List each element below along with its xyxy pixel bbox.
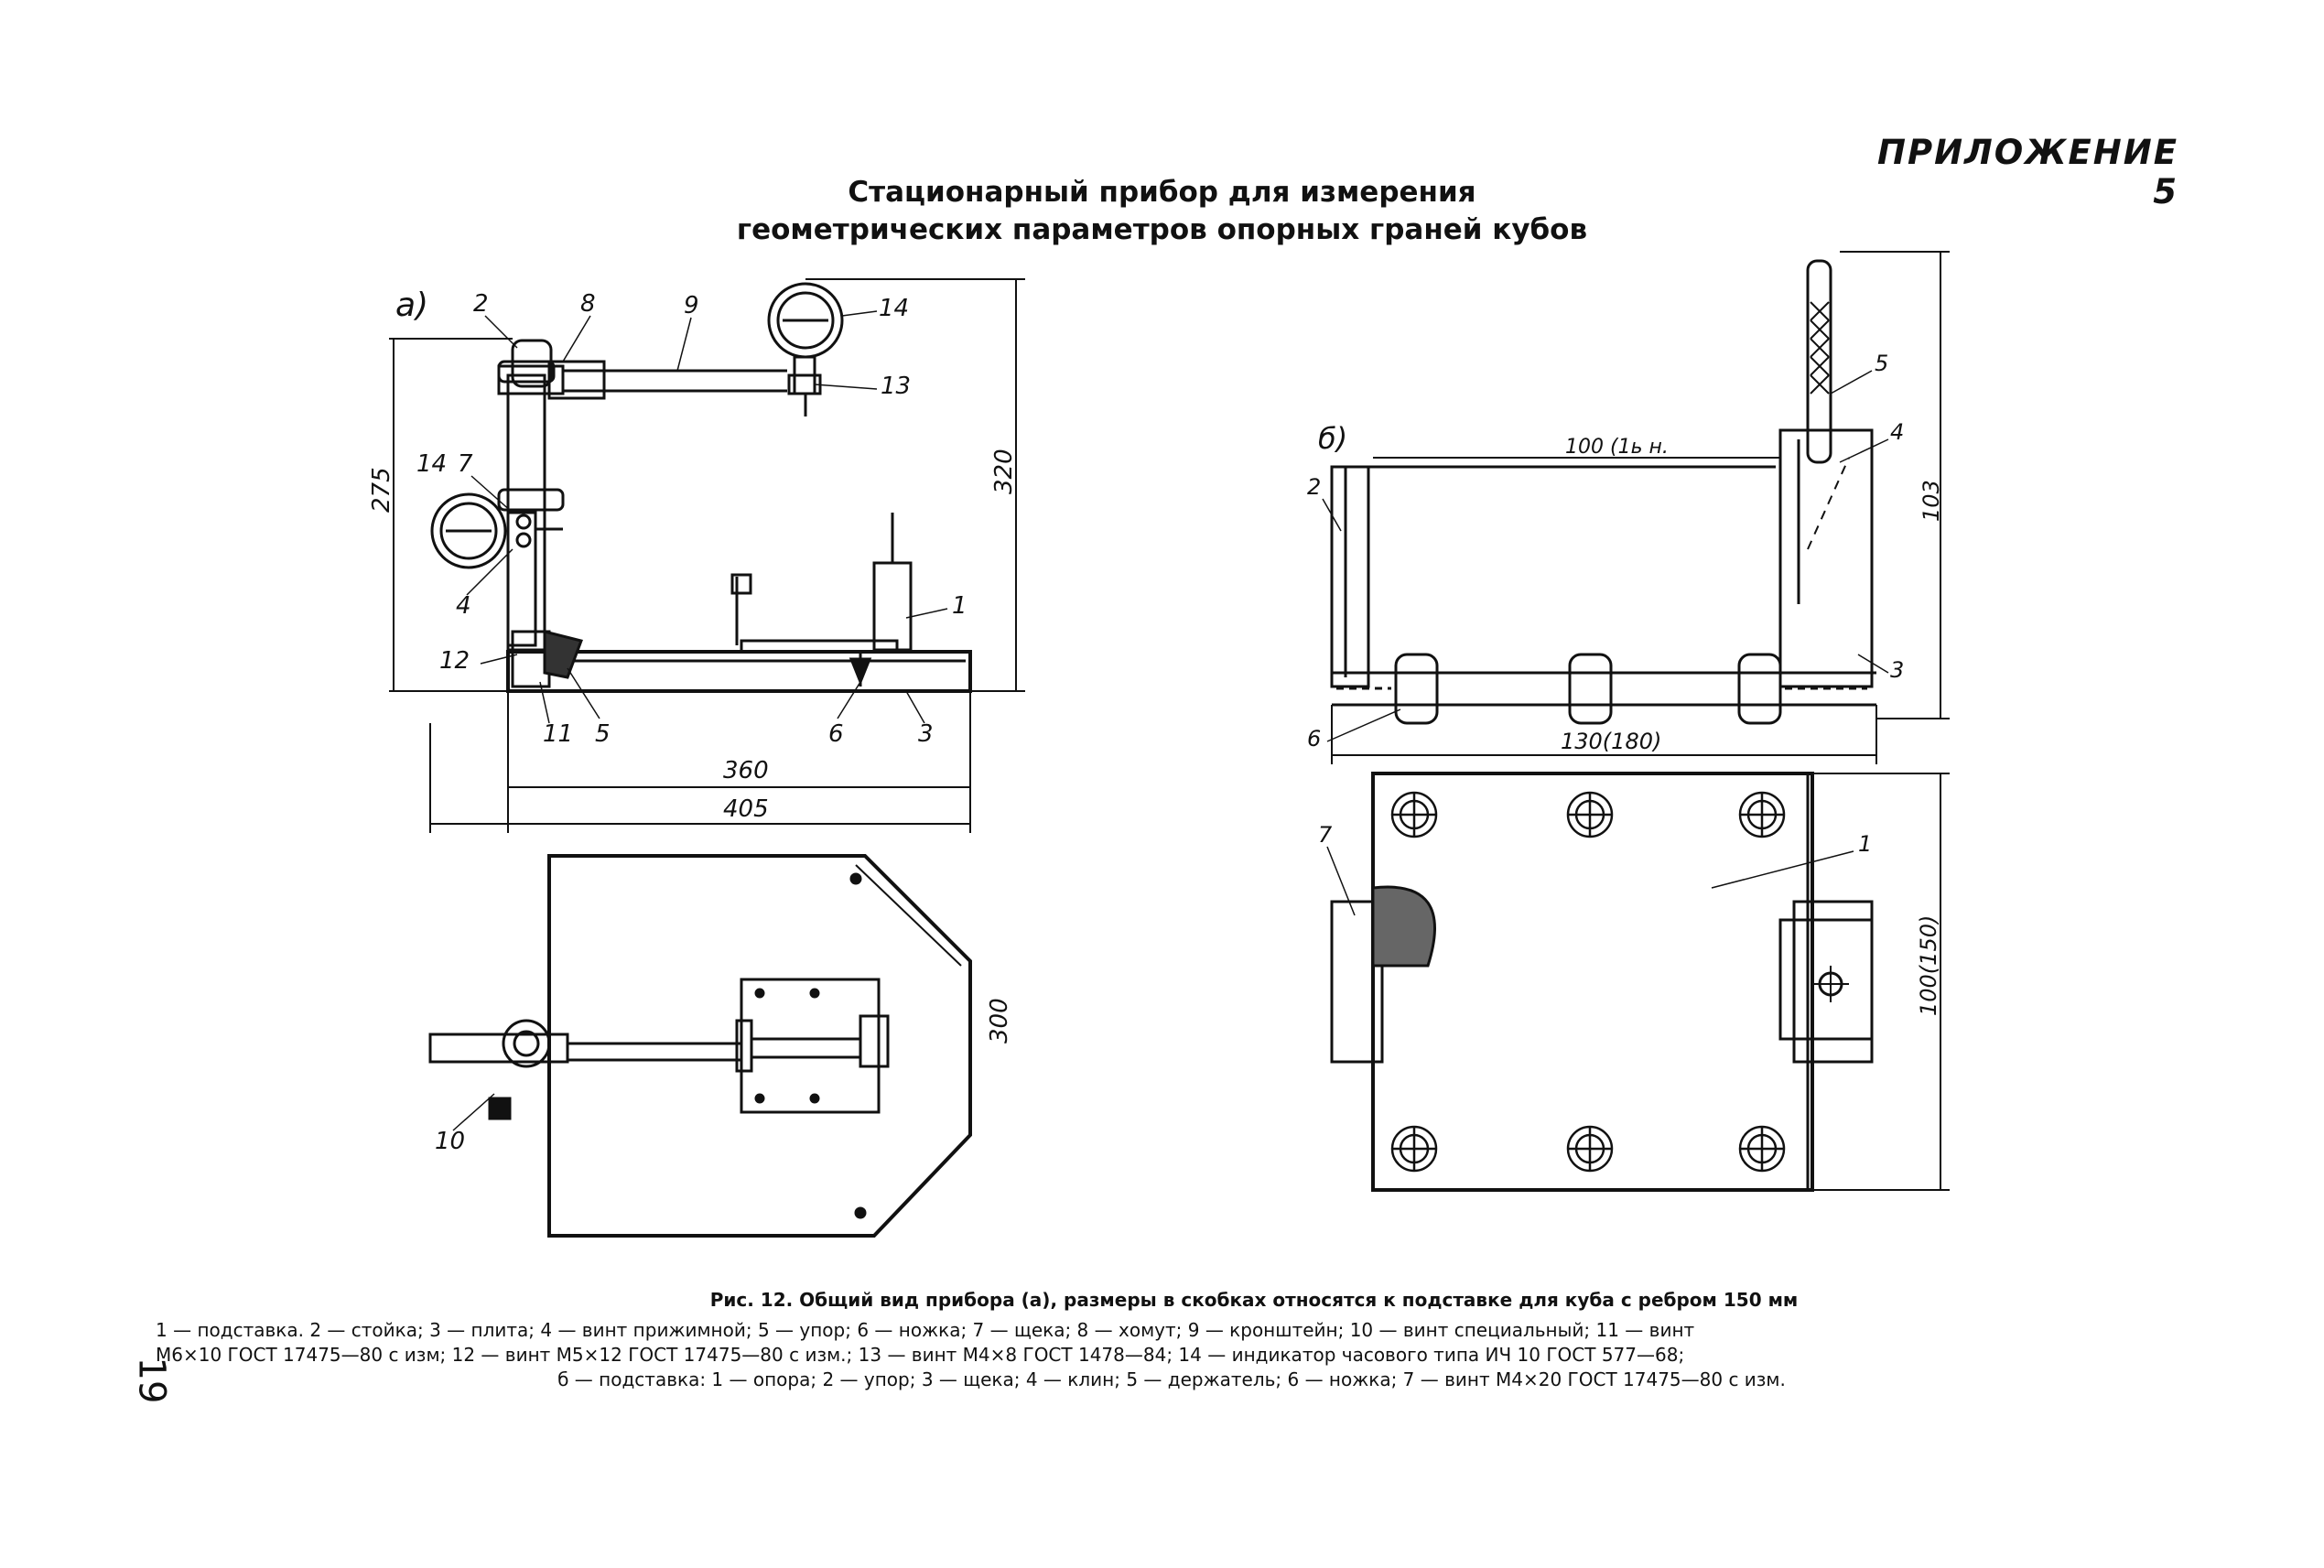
title-line-2: геометрических параметров опорных граней… bbox=[736, 213, 1588, 246]
figure-b-side-view bbox=[1330, 251, 1950, 764]
dim-103: 103 bbox=[1919, 480, 1944, 522]
figure-a-side-view bbox=[389, 278, 1025, 833]
callout-a-3: 3 bbox=[918, 720, 934, 748]
callout-b-3: 3 bbox=[1890, 657, 1904, 683]
callout-b-4: 4 bbox=[1890, 419, 1904, 445]
figure-a-label: а) bbox=[395, 287, 428, 324]
legend-line-3: б — подставка: 1 — опора; 2 — упор; 3 — … bbox=[557, 1368, 1786, 1390]
callout-a-10: 10 bbox=[435, 1128, 465, 1155]
figure-a-plan-view bbox=[428, 854, 972, 1238]
callout-a-8: 8 bbox=[580, 290, 596, 318]
callout-a-1: 1 bbox=[952, 592, 967, 620]
callout-b-5: 5 bbox=[1875, 351, 1888, 376]
legend-line-2: М6×10 ГОСТ 17475—80 с изм; 12 — винт М5×… bbox=[156, 1344, 1685, 1366]
callout-a-11: 11 bbox=[543, 720, 573, 748]
callout-b-2: 2 bbox=[1307, 474, 1321, 500]
callout-a-14b: 14 bbox=[416, 450, 447, 478]
callout-a-6: 6 bbox=[828, 720, 844, 748]
figure-legend: 1 — подставка. 2 — стойка; 3 — плита; 4 … bbox=[156, 1318, 2188, 1392]
dim-300: 300 bbox=[986, 998, 1013, 1044]
dim-275: 275 bbox=[368, 467, 395, 513]
callout-a-7: 7 bbox=[458, 450, 473, 478]
figure-b-label: б) bbox=[1318, 421, 1347, 456]
dim-130-180: 130(180) bbox=[1561, 729, 1661, 754]
dim-405: 405 bbox=[723, 795, 769, 823]
callout-a-5: 5 bbox=[595, 720, 611, 748]
figure-caption: Рис. 12. Общий вид прибора (а), размеры … bbox=[709, 1289, 1799, 1311]
callout-b-6: 6 bbox=[1307, 726, 1321, 752]
callout-a-12: 12 bbox=[439, 647, 470, 675]
figure-b-plan-view bbox=[1330, 772, 1950, 1192]
callout-b-1: 1 bbox=[1858, 831, 1872, 857]
callout-b-7: 7 bbox=[1318, 822, 1333, 848]
callout-a-4: 4 bbox=[456, 592, 471, 620]
callout-a-2: 2 bbox=[473, 290, 489, 318]
dim-320: 320 bbox=[990, 449, 1018, 494]
title-line-1: Стационарный прибор для измерения bbox=[848, 176, 1476, 209]
dim-100-150: 100(150) bbox=[1916, 915, 1941, 1016]
dim-100-top: 100 (1ь н. bbox=[1565, 436, 1669, 459]
dim-360: 360 bbox=[723, 757, 769, 784]
callout-a-14: 14 bbox=[879, 295, 909, 322]
legend-line-1: 1 — подставка. 2 — стойка; 3 — плита; 4 … bbox=[156, 1319, 1695, 1341]
page-number: 19 bbox=[130, 1357, 173, 1404]
callout-a-13: 13 bbox=[881, 373, 911, 400]
appendix-heading: ПРИЛОЖЕНИЕ 5 bbox=[1876, 133, 2178, 211]
callout-a-9: 9 bbox=[684, 292, 699, 319]
